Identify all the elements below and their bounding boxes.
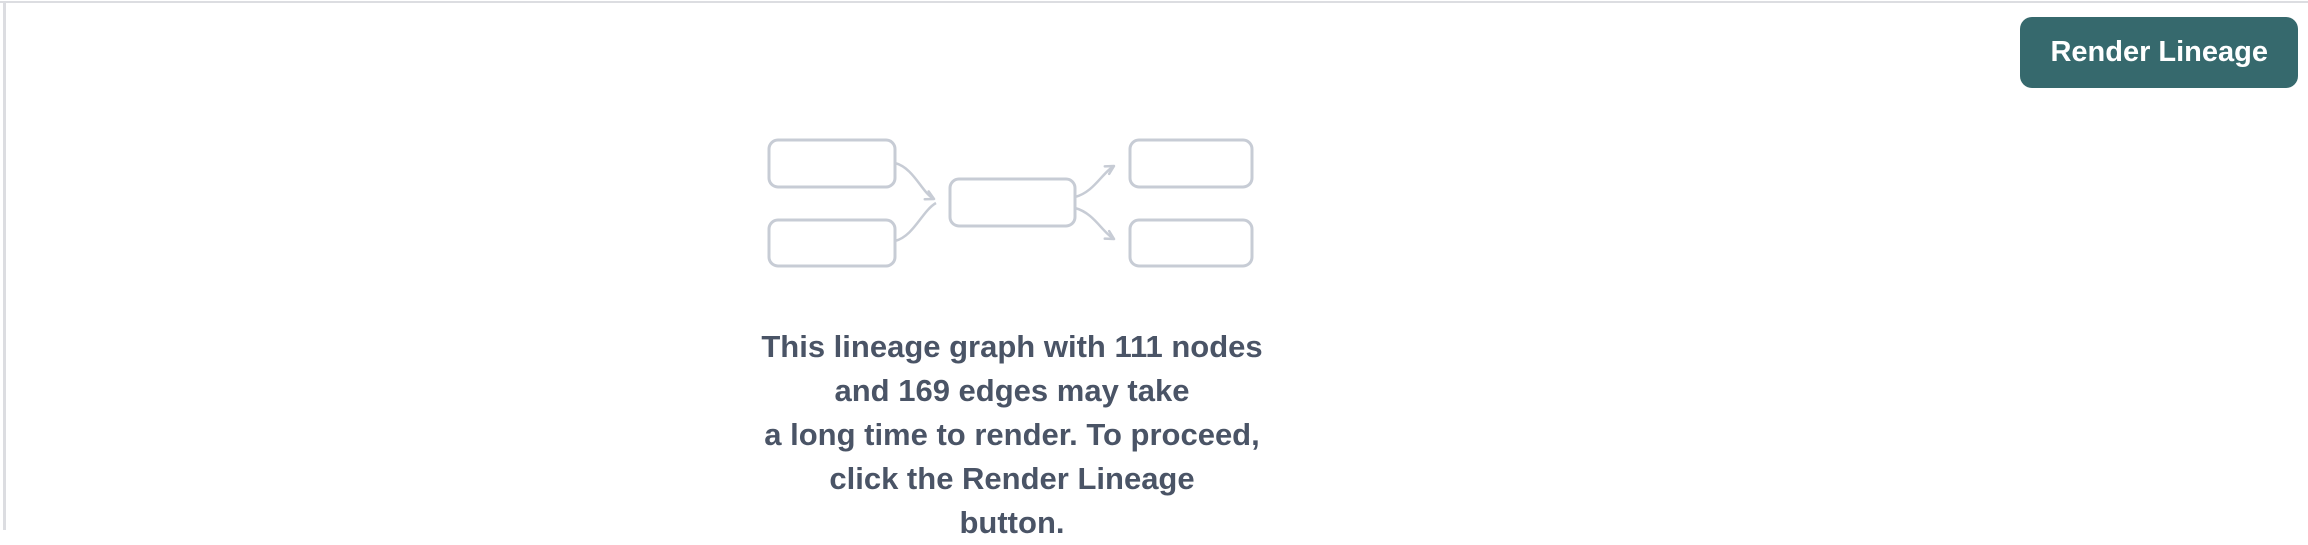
left-pane-divider [3,2,6,530]
placeholder-edge-upstream-bottom [894,201,937,243]
message-line-2: a long time to render. To proceed, click… [764,417,1260,496]
lineage-graph-placeholder-illustration [767,138,1254,268]
placeholder-node-downstream-bottom [1128,218,1254,268]
placeholder-edge-downstream-bottom [1074,206,1116,241]
placeholder-node-center [948,177,1077,228]
placeholder-node-upstream-bottom [767,218,897,268]
render-lineage-button[interactable]: Render Lineage [2020,17,2298,88]
placeholder-edge-upstream-top [894,161,936,201]
placeholder-node-upstream-top [767,138,897,189]
message-line-3: button. [959,505,1065,540]
empty-state-message: This lineage graph with 111 nodes and 16… [752,325,1272,545]
placeholder-node-downstream-top [1128,138,1254,189]
lineage-empty-state: This lineage graph with 111 nodes and 16… [752,135,1272,545]
placeholder-edge-downstream-top [1074,164,1116,199]
top-divider [0,1,2308,3]
message-line-1: This lineage graph with 111 nodes and 16… [761,329,1263,408]
